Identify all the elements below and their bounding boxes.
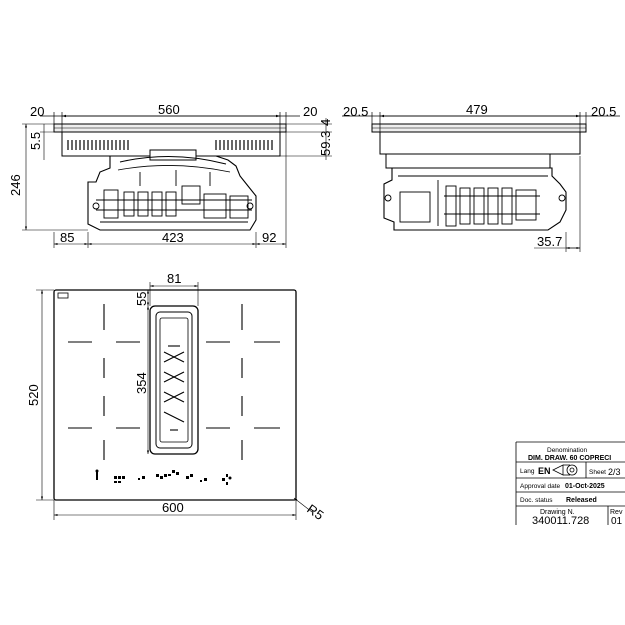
- side-view: 20.5 479 20.5 35.7: [342, 102, 620, 252]
- dim-total-height: 246: [8, 174, 23, 196]
- title-block-sheet-value: 2/3: [608, 467, 621, 477]
- dim-top-left-margin: 20: [30, 104, 44, 119]
- dim-bottom-right-offset: 92: [262, 230, 276, 245]
- dim-glass-thickness: 4: [318, 119, 333, 126]
- dim-plan-width: 600: [162, 500, 184, 515]
- dim-vent-top-offset: 55: [134, 292, 149, 306]
- dim-corner-radius: R5: [304, 501, 326, 523]
- dim-side-offset: 35.7: [537, 234, 562, 249]
- dim-vent-length: 354: [134, 372, 149, 394]
- title-block-status-label: Doc. status: [520, 497, 553, 504]
- dim-body-height-small: 59.3: [318, 131, 333, 156]
- dim-side-width: 479: [466, 102, 488, 117]
- title-block: [515, 441, 625, 525]
- title-block-approval-label: Approval date: [520, 483, 560, 490]
- title-block-sheet-label: Sheet: [589, 469, 606, 476]
- title-block-approval-value: 01-Oct-2025: [565, 483, 605, 490]
- title-block-denomination-value: DIM. DRAW. 60 COPRECI: [528, 455, 611, 462]
- dim-bottom-left-offset: 85: [60, 230, 74, 245]
- dim-side-left-margin: 20.5: [343, 104, 368, 119]
- dim-side-right-margin: 20.5: [591, 104, 616, 119]
- title-block-drawing-label: Drawing N.: [540, 509, 575, 516]
- dim-top-right-margin: 20: [303, 104, 317, 119]
- title-block-drawing-value: 340011.728: [532, 515, 589, 527]
- dim-bottom-body-width: 423: [162, 230, 184, 245]
- dim-frame-offset: 5.5: [28, 132, 43, 150]
- title-block-lang-value: EN: [538, 466, 551, 476]
- dim-vent-width: 81: [167, 271, 181, 286]
- title-block-denomination-label: Denomination: [547, 447, 587, 454]
- dim-plan-height: 520: [26, 384, 41, 406]
- dim-top-width: 560: [158, 102, 180, 117]
- title-block-status-value: Released: [566, 497, 597, 504]
- title-block-rev-label: Rev: [610, 509, 623, 516]
- title-block-rev-value: 01: [611, 516, 623, 527]
- front-view: 20 560 20 4 59.3 5.5 246 85 423 92: [8, 102, 333, 248]
- title-block-lang-label: Lang: [520, 468, 535, 475]
- plan-view: 81 55 354 520 600 R5: [26, 271, 327, 523]
